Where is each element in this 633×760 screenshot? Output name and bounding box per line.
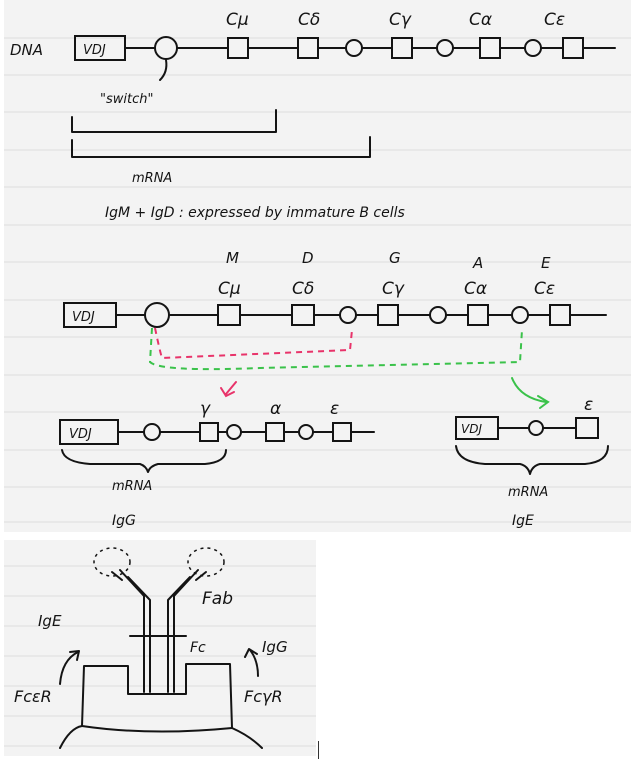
class-switch-diagram: M D G A E Cμ Cδ Cγ Cα Cε VDJ: [59, 249, 609, 529]
igg-mrna-label: mRNA: [112, 479, 152, 494]
epsilon-switch-region: [511, 306, 529, 324]
c-mu-label-2: Cμ: [218, 279, 241, 299]
receptor-outline: [59, 663, 263, 749]
igg-isotype-label: IgG: [112, 513, 136, 529]
ige-switch-arrow: [511, 377, 547, 403]
igg-mrna-brace: [61, 449, 227, 473]
isotype-e-label: E: [541, 254, 551, 272]
ige-binding-arrow: [59, 651, 79, 685]
ruled-lines-top: [4, 37, 631, 523]
c-epsilon-label-2: Cε: [534, 279, 555, 299]
isotype-m-label: M: [226, 249, 239, 267]
switch-pointer: [159, 59, 168, 81]
c-gamma-label-2: Cγ: [382, 279, 405, 299]
alpha-gene-label: α: [270, 399, 281, 419]
mu-switch-region: [144, 302, 170, 328]
transcript-bracket: [71, 109, 277, 133]
ige-isotype-label: IgE: [512, 513, 534, 529]
vdj-label-2: VDJ: [72, 310, 95, 325]
dna-label: DNA: [10, 41, 43, 59]
igg-switch-arrow: [225, 381, 237, 395]
ige-mrna-brace: [455, 445, 609, 475]
antibody-heavy-chain-right: [167, 576, 191, 693]
igg-vdj-label: VDJ: [69, 427, 92, 442]
c-epsilon-label: Cε: [544, 10, 565, 30]
ige-vdj-label: VDJ: [461, 422, 482, 436]
igm-igd-note: IgM + IgD : expressed by immature B cell…: [105, 205, 405, 221]
epsilon-gene-label: ε: [330, 399, 339, 419]
c-delta-label: Cδ: [298, 10, 320, 30]
c-gamma-segment: [391, 37, 413, 59]
gamma-switch-region: [339, 306, 357, 324]
ige-switch-loop: [148, 327, 523, 371]
igg-switch-loop: [154, 327, 353, 360]
fc-gamma-receptor-label: FcγR: [244, 687, 283, 706]
c-delta-label-2: Cδ: [292, 279, 314, 299]
text-cursor: [318, 741, 319, 759]
igg-binding-arrow: [249, 649, 259, 677]
antibody-heavy-chain-left: [119, 569, 145, 693]
switch-label: "switch": [100, 92, 153, 107]
isotype-a-label: A: [472, 254, 483, 272]
isotype-g-label: G: [389, 249, 401, 267]
c-delta-segment: [297, 37, 319, 59]
fab-label: Fab: [202, 589, 233, 609]
c-alpha-segment: [479, 37, 501, 59]
mrna-label: mRNA: [132, 171, 172, 186]
antigen-binding-site-left: [93, 547, 131, 577]
c-mu-segment: [227, 37, 249, 59]
c-alpha-label: Cα: [469, 10, 492, 30]
ruled-lines-bottom: [4, 565, 316, 747]
antibody-receptor-notes-panel: [4, 540, 316, 756]
ige-label: IgE: [38, 612, 62, 630]
germline-dna-diagram: DNA VDJ Cμ Cδ Cγ Cα Cε: [10, 10, 616, 221]
c-alpha-label-2: Cα: [464, 279, 487, 299]
isotype-d-label: D: [302, 249, 314, 267]
c-epsilon-segment: [562, 37, 584, 59]
igg-label: IgG: [262, 638, 288, 656]
antibody-receptor-diagram: Fab Fc IgE IgG FcεR FcγR: [14, 547, 288, 749]
ige-mrna-label: mRNA: [508, 485, 548, 500]
fc-label: Fc: [190, 640, 206, 656]
c-mu-label: Cμ: [226, 10, 249, 30]
ige-epsilon-label: ε: [584, 395, 593, 415]
switch-region: [154, 36, 178, 60]
gamma-gene-label: γ: [200, 399, 211, 419]
fc-epsilon-receptor-label: FcεR: [14, 687, 52, 706]
mrna-bracket: [71, 136, 371, 158]
antigen-binding-site-right: [187, 547, 225, 577]
c-gamma-label: Cγ: [389, 10, 412, 30]
vdj-label: VDJ: [83, 43, 106, 58]
